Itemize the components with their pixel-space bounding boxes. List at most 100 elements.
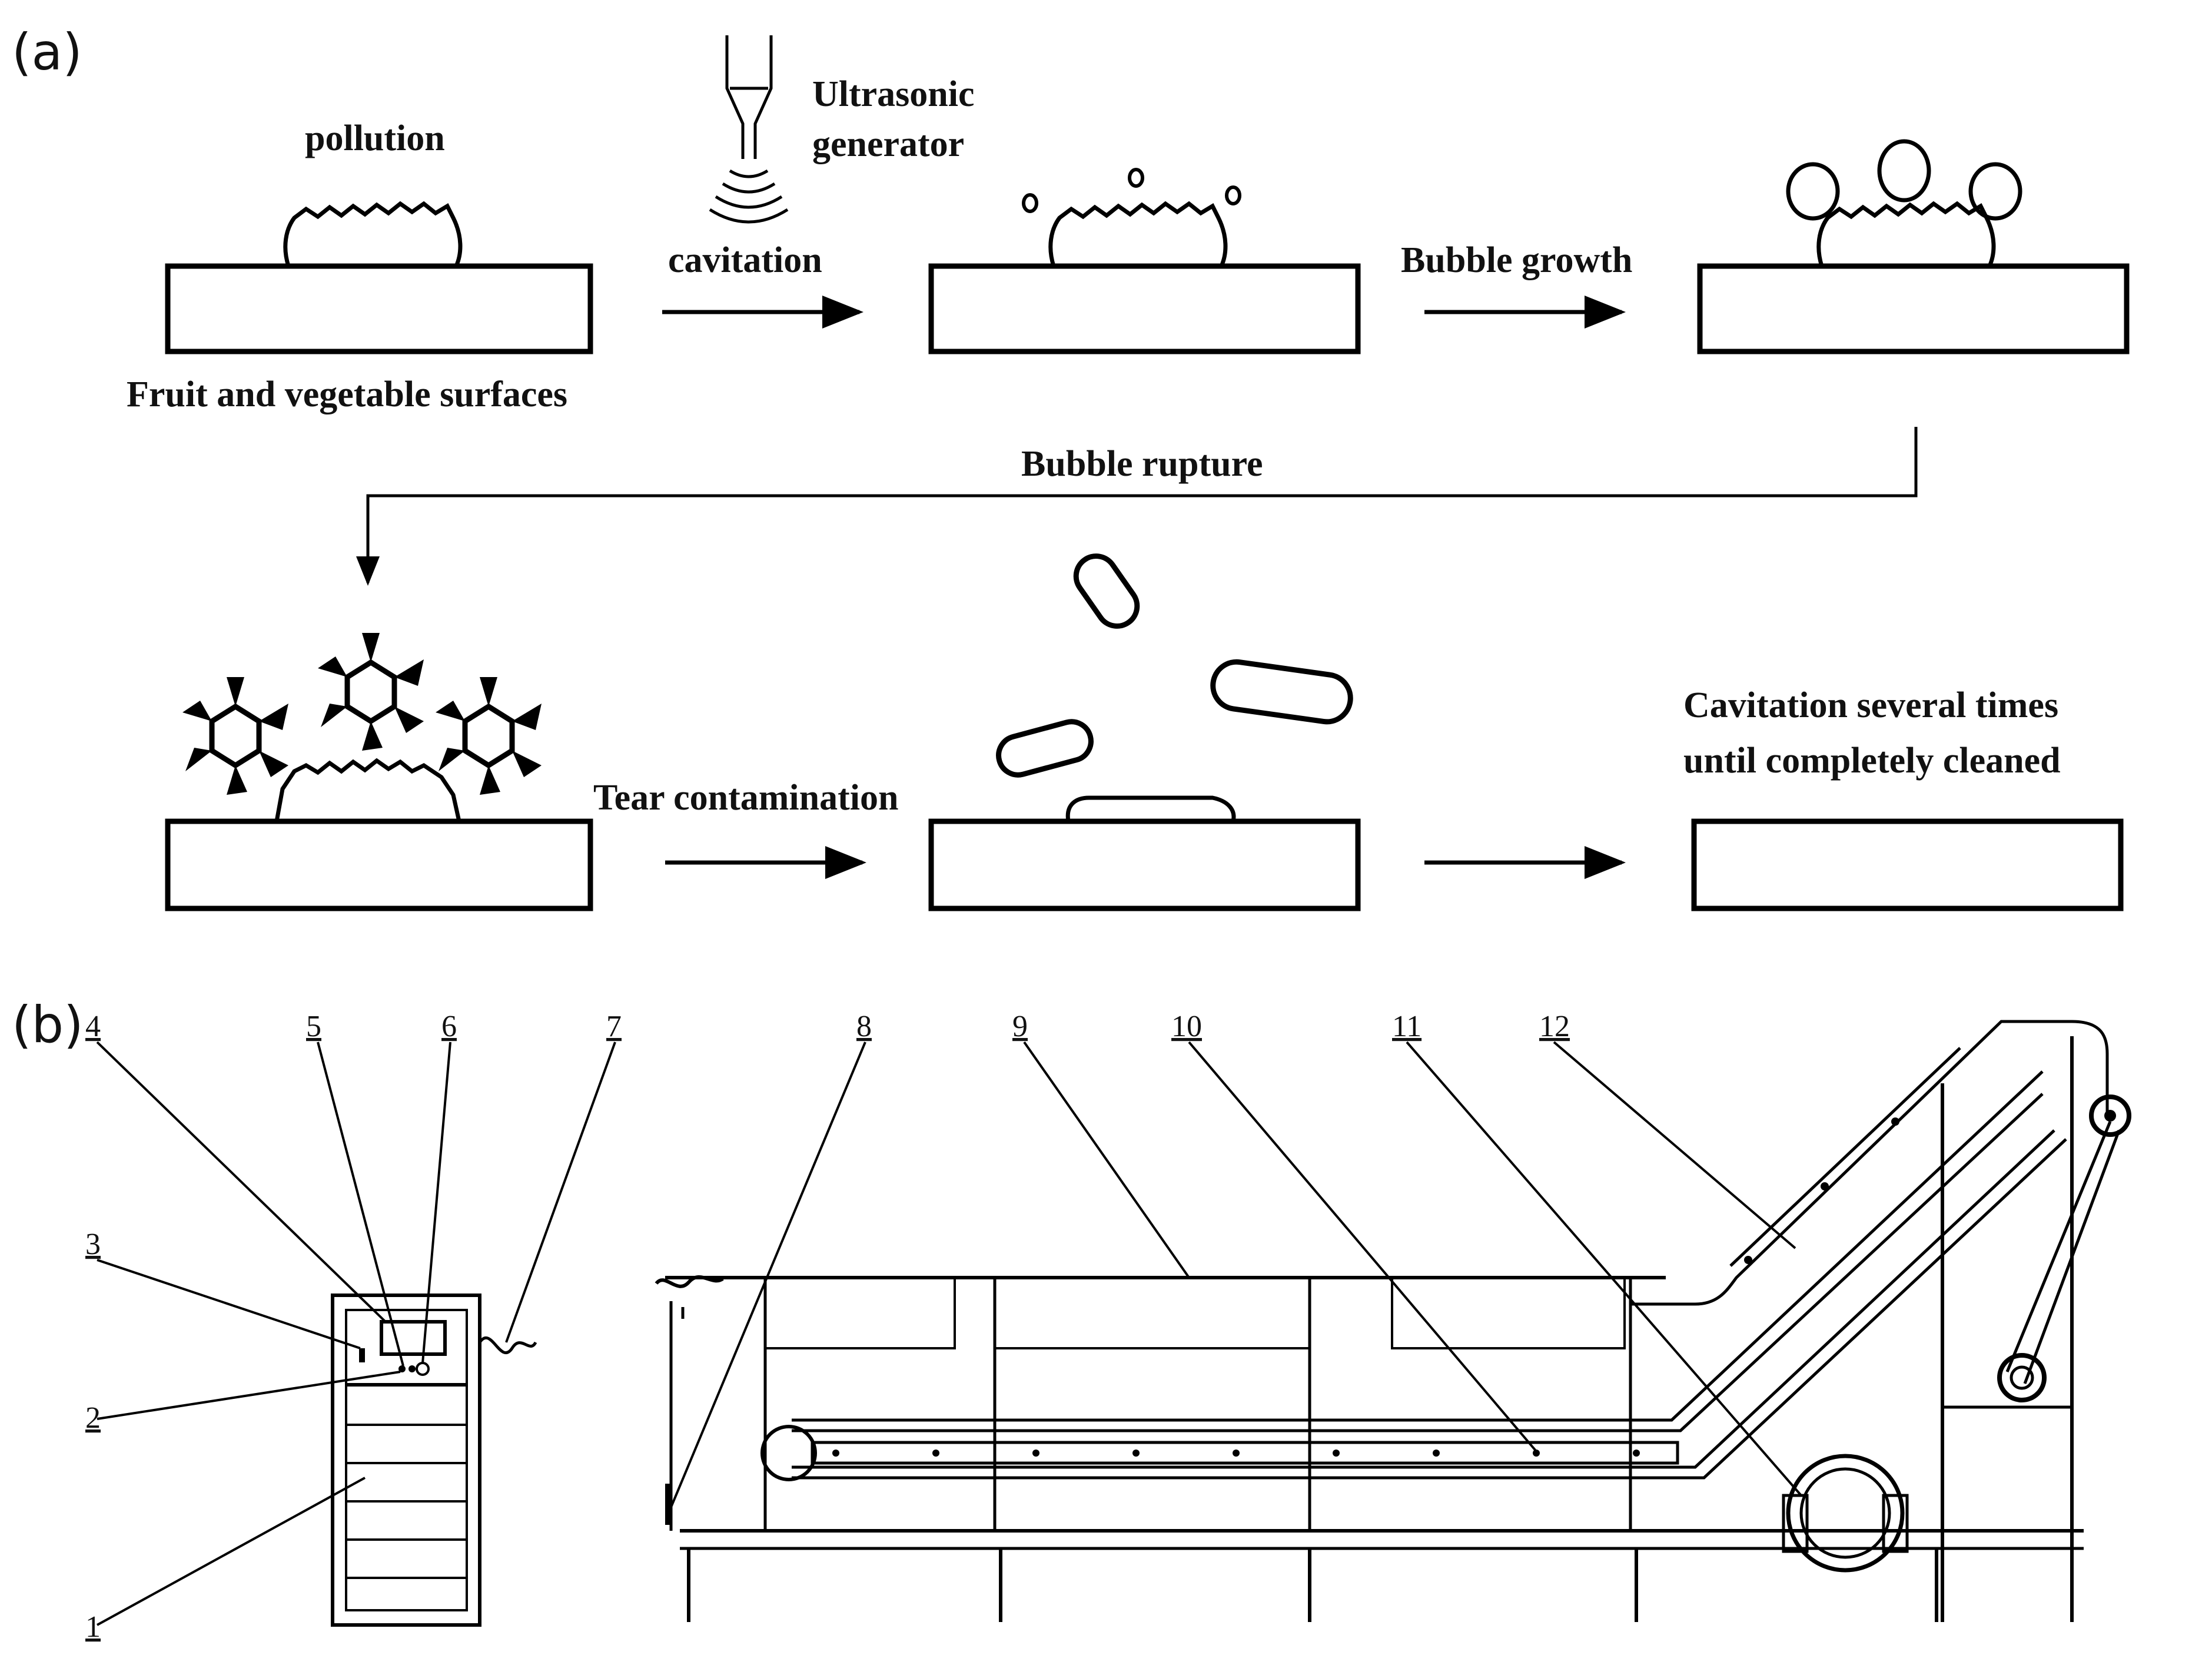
belt-idler-roller (760, 1425, 817, 1481)
part-label-9: 9 (1012, 1010, 1028, 1043)
large-bubble-1 (1786, 162, 1840, 221)
head-roller (2089, 1095, 2131, 1137)
power-cable (478, 1336, 537, 1355)
rail-bolt-2 (1821, 1182, 1829, 1190)
fragment-3 (996, 719, 1094, 778)
ultrasonic-generator: Ultrasonic generator (709, 35, 975, 224)
residual-pollution (1065, 795, 1236, 822)
generator-label-line2: generator (812, 124, 964, 164)
surface-with-fragments (928, 553, 1361, 911)
cabinet-knob (416, 1362, 430, 1376)
generator-horn-left (725, 35, 745, 159)
part-label-12: 12 (1539, 1010, 1570, 1043)
incline-rail (1729, 1047, 1961, 1267)
final-label-line2: until completely cleaned (1683, 741, 2061, 781)
surface-block-4 (165, 818, 593, 911)
leader-1 (97, 1477, 366, 1626)
part-label-6: 6 (441, 1010, 457, 1043)
part-label-1: 1 (85, 1610, 101, 1644)
pump-base-right (1882, 1494, 1909, 1553)
part-label-7: 7 (606, 1010, 622, 1043)
sound-wave-2 (722, 182, 776, 194)
belt-slat-5 (1233, 1450, 1240, 1457)
belt-slat-6 (1333, 1450, 1340, 1457)
leader-9 (1023, 1041, 1190, 1279)
surface-with-rupturing-bubbles (165, 633, 593, 911)
small-bubble-2 (1128, 168, 1144, 188)
control-cabinet (331, 1294, 537, 1627)
ultrasonic-box-2 (994, 1276, 1311, 1349)
belt-slat-3 (1032, 1450, 1039, 1457)
leader-8 (670, 1042, 866, 1508)
leader-10 (1188, 1041, 1537, 1452)
cabinet-led-2 (408, 1365, 416, 1372)
bubble-growth-label: Bubble growth (1401, 240, 1632, 280)
part-label-10: 10 (1171, 1010, 1202, 1043)
ultrasonic-box-1 (764, 1276, 956, 1349)
part-label-5: 5 (306, 1010, 321, 1043)
incline-cover (1630, 1020, 2109, 1306)
belt-slat-4 (1132, 1450, 1140, 1457)
motor (1997, 1353, 2047, 1402)
drive-belt-1 (2005, 1121, 2112, 1372)
part-label-4: 4 (85, 1010, 101, 1043)
sound-wave-1 (729, 169, 769, 178)
leader-7 (505, 1042, 616, 1343)
fruit-surface-block (165, 263, 593, 354)
leader-11 (1406, 1041, 1802, 1497)
final-label-line1: Cavitation several times (1683, 685, 2058, 725)
motor-shaft (2010, 1365, 2034, 1390)
belt-lower-1 (792, 1129, 2055, 1469)
washing-machine (655, 1020, 2131, 1622)
generator-label-line1: Ultrasonic (812, 74, 975, 114)
leader-12 (1553, 1041, 1796, 1249)
panel-a-label: (a) (12, 23, 82, 82)
sound-wave-3 (715, 195, 783, 209)
large-bubble-3 (1968, 162, 2022, 221)
water-pump-outer (1786, 1454, 1905, 1573)
belt-run (811, 1441, 1679, 1465)
pollution-blob-3 (1816, 201, 1996, 267)
belt-slat-9 (1633, 1450, 1640, 1457)
sound-wave-4 (709, 208, 789, 224)
surface-label: Fruit and vegetable surfaces (127, 374, 567, 414)
belt-slat-8 (1533, 1450, 1540, 1457)
cabinet-inner (345, 1309, 468, 1611)
surface-block-5 (928, 818, 1361, 911)
bubble-rupture-label: Bubble rupture (1021, 444, 1263, 484)
belt-lower-2 (792, 1138, 2067, 1480)
jet-spikes-3 (436, 677, 542, 795)
generator-horn-right (753, 35, 773, 159)
leader-3 (97, 1259, 361, 1349)
head-roller-axle (2104, 1110, 2116, 1122)
part-label-3: 3 (85, 1228, 101, 1261)
leader-2 (97, 1371, 401, 1420)
cabinet-display (380, 1320, 447, 1356)
water-pump-inner (1799, 1467, 1891, 1559)
collapse-hex-2 (344, 659, 397, 725)
pollution-blob-4 (274, 758, 461, 822)
bubble-rupture-connector (356, 427, 1918, 586)
surface-with-large-bubbles (1697, 139, 2130, 354)
collapse-hex-3 (462, 703, 515, 769)
pollution-blob-2 (1048, 201, 1228, 267)
belt-upper-2 (792, 1093, 2044, 1432)
panel-b: (b) (12, 996, 2131, 1644)
rail-bolt-1 (1744, 1256, 1752, 1264)
small-bubble-3 (1225, 185, 1241, 205)
inlet-pipe-break (655, 1275, 724, 1288)
leader-4 (96, 1041, 387, 1323)
panel-b-label: (b) (12, 996, 84, 1054)
leader-5 (317, 1042, 404, 1367)
drive-belt-2 (2023, 1130, 2121, 1384)
surface-block-6 (1691, 818, 2124, 911)
small-bubble-1 (1022, 193, 1038, 213)
clean-surface: Cavitation several times until completel… (1683, 685, 2124, 911)
pump-base-left (1782, 1494, 1809, 1553)
rail-bolt-3 (1891, 1117, 1899, 1126)
surface-with-small-bubbles (928, 168, 1361, 354)
belt-upper-1 (792, 1070, 2044, 1422)
collapse-hex-1 (209, 703, 262, 769)
surface-block-2 (928, 263, 1361, 354)
